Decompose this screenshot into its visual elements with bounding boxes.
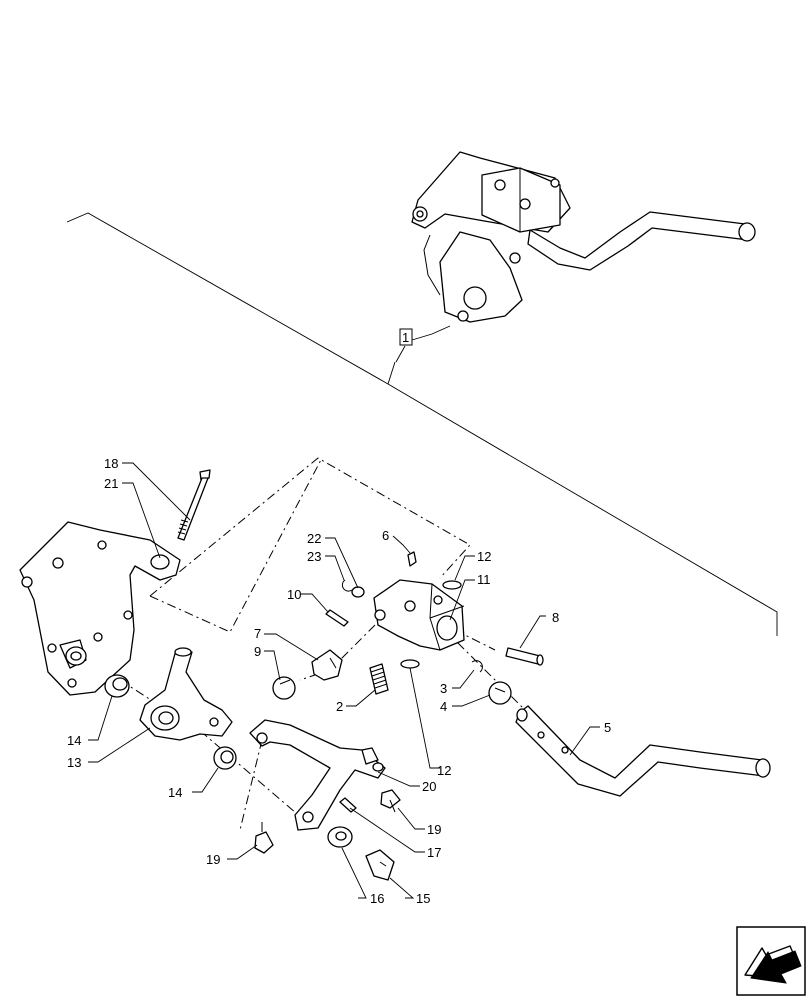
- part-22-washer: [351, 586, 365, 598]
- callout-14a: 14: [67, 733, 81, 748]
- callout-8: 8: [552, 610, 559, 625]
- part-18-bolt: [177, 469, 211, 541]
- assembly-bracket-lines: [66, 212, 778, 636]
- callout-19a: 19: [427, 822, 441, 837]
- part-8-pin: [505, 647, 544, 666]
- part-2-spring: [369, 663, 389, 695]
- part-12-washer-b: [400, 659, 420, 669]
- callout-14b: 14: [168, 785, 182, 800]
- callout-4: 4: [440, 699, 447, 714]
- callout-23: 23: [307, 549, 321, 564]
- callout-9: 9: [254, 644, 261, 659]
- part-19-screw-b: [254, 822, 274, 854]
- callout-15: 15: [416, 891, 430, 906]
- callout-10: 10: [287, 587, 301, 602]
- callout-19b: 19: [206, 852, 220, 867]
- callout-13: 13: [67, 755, 81, 770]
- callout-22: 22: [307, 531, 321, 546]
- part-13-lever: [139, 647, 233, 741]
- part-20-arm: [249, 719, 386, 831]
- callout-1: 1: [402, 330, 409, 345]
- part-6-clip: [407, 551, 417, 567]
- callout-11: 11: [477, 572, 491, 587]
- callout-12a: 12: [477, 549, 491, 564]
- assembled-lever-unit: [411, 151, 756, 323]
- callout-box-1: [399, 328, 413, 346]
- leader-lines: [88, 462, 600, 899]
- part-21-bracket: [19, 521, 181, 696]
- assembly-center-lines: [119, 457, 526, 831]
- part-9-ball: [272, 676, 296, 700]
- callout-17: 17: [427, 845, 441, 860]
- callout-7: 7: [254, 626, 261, 641]
- callout-18: 18: [104, 456, 118, 471]
- part-12-washer-a: [442, 580, 462, 590]
- part-15-bolt: [365, 849, 395, 881]
- callout-5: 5: [604, 720, 611, 735]
- part-7-cup: [311, 649, 343, 681]
- callout-21: 21: [104, 476, 118, 491]
- part-5-handle: [515, 705, 771, 797]
- part-4-ball: [488, 681, 512, 705]
- part-11-block: [373, 579, 465, 651]
- part-10-pin: [325, 609, 349, 627]
- callout-12b: 12: [437, 763, 451, 778]
- callout-3: 3: [440, 681, 447, 696]
- part-23-clip: [341, 579, 353, 592]
- callout-2: 2: [336, 699, 343, 714]
- callout-6: 6: [382, 528, 389, 543]
- part-17-pin: [339, 797, 357, 813]
- callout-20: 20: [422, 779, 436, 794]
- next-page-arrow-icon[interactable]: [736, 926, 806, 996]
- callout-16: 16: [370, 891, 384, 906]
- part-19-screw-a: [380, 789, 401, 813]
- part-3-clip: [471, 660, 483, 673]
